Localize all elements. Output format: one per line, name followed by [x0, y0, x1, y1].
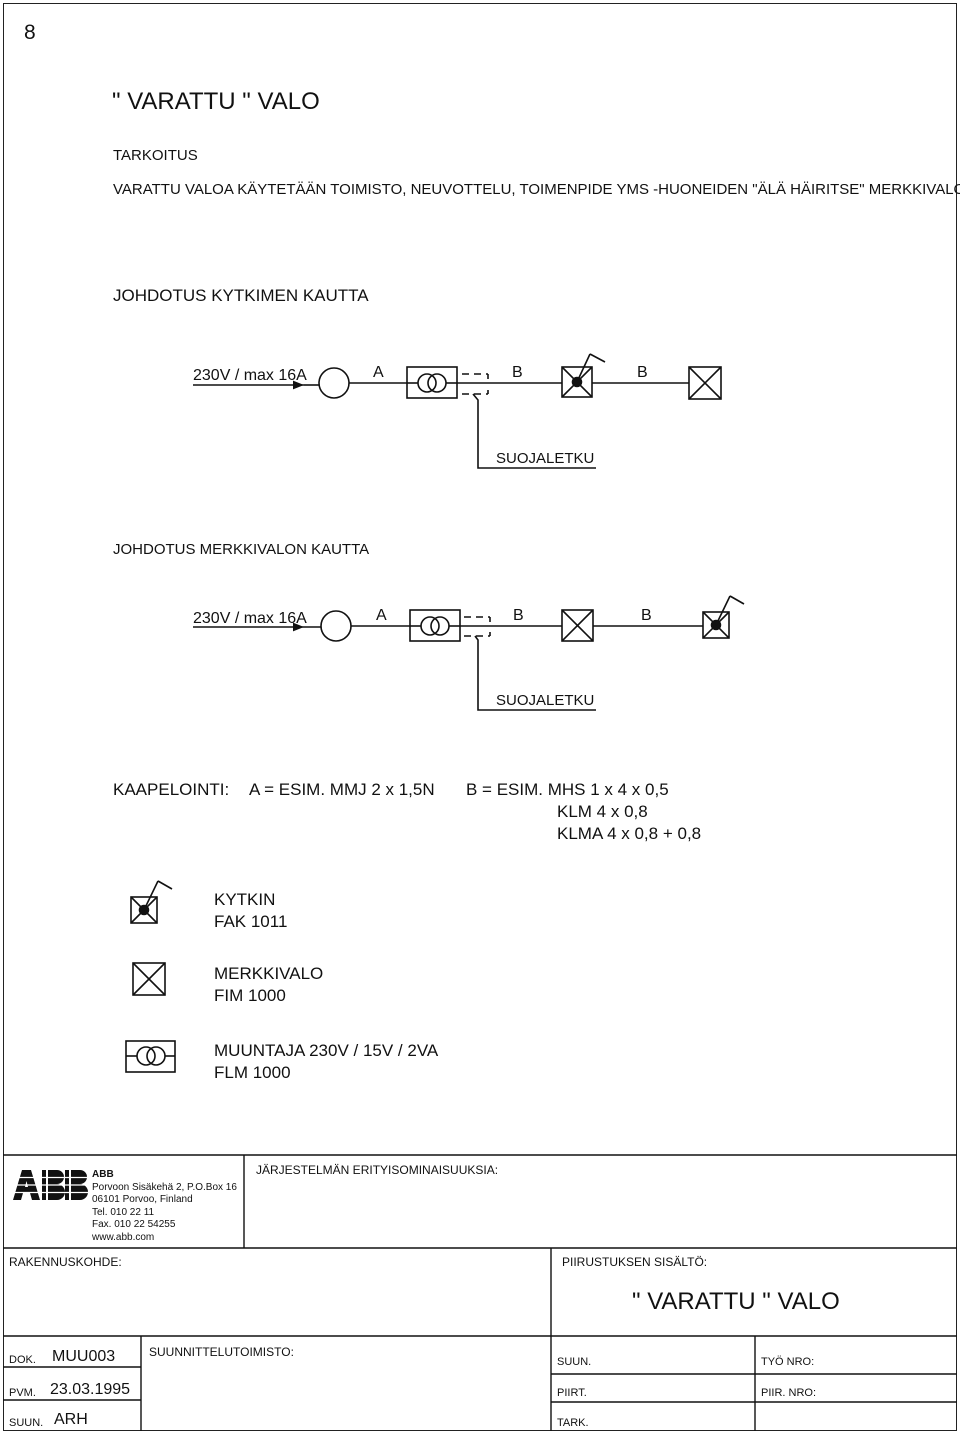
- drawing-content-label: PIIRUSTUKSEN SISÄLTÖ:: [562, 1255, 708, 1269]
- diagram2-conduit: [464, 616, 490, 637]
- diagram1-supply-label: 230V / max 16A: [193, 367, 307, 384]
- piirt-label: PIIRT.: [557, 1387, 587, 1399]
- diagram2-heading: JOHDOTUS MERKKIVALON KAUTTA: [113, 541, 370, 558]
- page-title: " VARATTU " VALO: [112, 88, 320, 115]
- tark-label: TARK.: [557, 1417, 589, 1429]
- designer-value: ARH: [54, 1411, 88, 1428]
- date-value: 23.03.1995: [50, 1381, 131, 1398]
- diagram1-heading: JOHDOTUS KYTKIMEN KAUTTA: [113, 286, 369, 305]
- diagram1-junction-box-icon: [318, 367, 350, 399]
- diagram1-cable-b2-label: B: [637, 364, 648, 381]
- diagram2-conduit-label: SUOJALETKU: [496, 692, 595, 709]
- diagram2: [193, 595, 745, 711]
- diagram2-cable-b1-label: B: [513, 607, 524, 624]
- diagram1-signal-light-icon: [688, 366, 722, 400]
- company-address: ABB Porvoon Sisäkehä 2, P.O.Box 16 06101…: [92, 1169, 237, 1244]
- legend-switch-code: FAK 1011: [214, 912, 288, 931]
- legend-light-name: MERKKIVALO: [214, 964, 324, 983]
- drawing-no-label: PIIR. NRO:: [761, 1387, 817, 1399]
- legend-signal-light-icon: [132, 962, 166, 996]
- cabling-b-line-1: B = ESIM. MHS 1 x 4 x 0,5: [466, 780, 669, 799]
- diagram1-cable-b1-label: B: [512, 364, 523, 381]
- diagram1: [193, 353, 722, 469]
- legend-transformer-icon: [125, 1040, 176, 1073]
- company-line-5: www.abb.com: [92, 1231, 155, 1243]
- diagram2-conduit-leader: [474, 635, 596, 711]
- diagram2-cable-a-label: A: [376, 607, 387, 624]
- system-features-label: JÄRJESTELMÄN ERITYISOMINAISUUKSIA:: [256, 1163, 499, 1177]
- designer-label: SUUN.: [9, 1417, 44, 1429]
- diagram2-transformer-icon: [409, 609, 461, 642]
- company-line-4: Fax. 010 22 54255: [92, 1219, 176, 1230]
- diagram2-junction-box-icon: [320, 610, 352, 642]
- diagram1-transformer-icon: [406, 366, 458, 399]
- suun-label: SUUN.: [557, 1356, 592, 1368]
- cabling-label: KAAPELOINTI:: [113, 780, 230, 799]
- legend-light-code: FIM 1000: [214, 986, 286, 1005]
- diagram2-supply-label: 230V / max 16A: [193, 610, 307, 627]
- design-office-label: SUUNNITTELUTOIMISTO:: [149, 1345, 294, 1359]
- legend-transformer-name: MUUNTAJA 230V / 15V / 2VA: [214, 1041, 439, 1060]
- company-line-1: Porvoon Sisäkehä 2, P.O.Box 16: [92, 1181, 237, 1193]
- diagram1-switch-icon: [561, 353, 606, 398]
- work-no-label: TYÖ NRO:: [761, 1356, 815, 1368]
- doc-label: DOK.: [9, 1354, 36, 1366]
- abb-logo-icon: [13, 1170, 89, 1200]
- cabling-b-line-2: KLM 4 x 0,8: [557, 802, 648, 821]
- purpose-heading: TARKOITUS: [113, 147, 198, 164]
- legend-transformer-code: FLM 1000: [214, 1063, 291, 1082]
- diagram2-switch-icon: [702, 595, 745, 639]
- drawing-content-value: " VARATTU " VALO: [632, 1288, 840, 1315]
- date-label: PVM.: [9, 1387, 36, 1399]
- page-number: 8: [24, 21, 36, 44]
- doc-value: MUU003: [52, 1348, 116, 1365]
- company-line-3: Tel. 010 22 11: [92, 1206, 155, 1218]
- purpose-text: VARATTU VALOA KÄYTETÄÄN TOIMISTO, NEUVOT…: [113, 181, 960, 198]
- company-line-2: 06101 Porvoo, Finland: [92, 1194, 193, 1205]
- diagram2-signal-light-icon: [561, 609, 594, 642]
- title-block-grid: [3, 1154, 957, 1431]
- cabling-a: A = ESIM. MMJ 2 x 1,5N: [249, 780, 435, 799]
- company-name: ABB: [92, 1169, 114, 1180]
- page-frame: [3, 3, 957, 1431]
- diagram1-conduit: [462, 373, 488, 395]
- project-label: RAKENNUSKOHDE:: [9, 1255, 122, 1269]
- diagram1-cable-a-label: A: [373, 364, 384, 381]
- legend-switch-name: KYTKIN: [214, 890, 276, 909]
- legend-switch-icon: [130, 880, 173, 924]
- diagram1-conduit-leader: [472, 393, 596, 469]
- diagram1-conduit-label: SUOJALETKU: [496, 450, 595, 467]
- diagram2-cable-b2-label: B: [641, 607, 652, 624]
- cabling-b-line-3: KLMA 4 x 0,8 + 0,8: [557, 824, 702, 843]
